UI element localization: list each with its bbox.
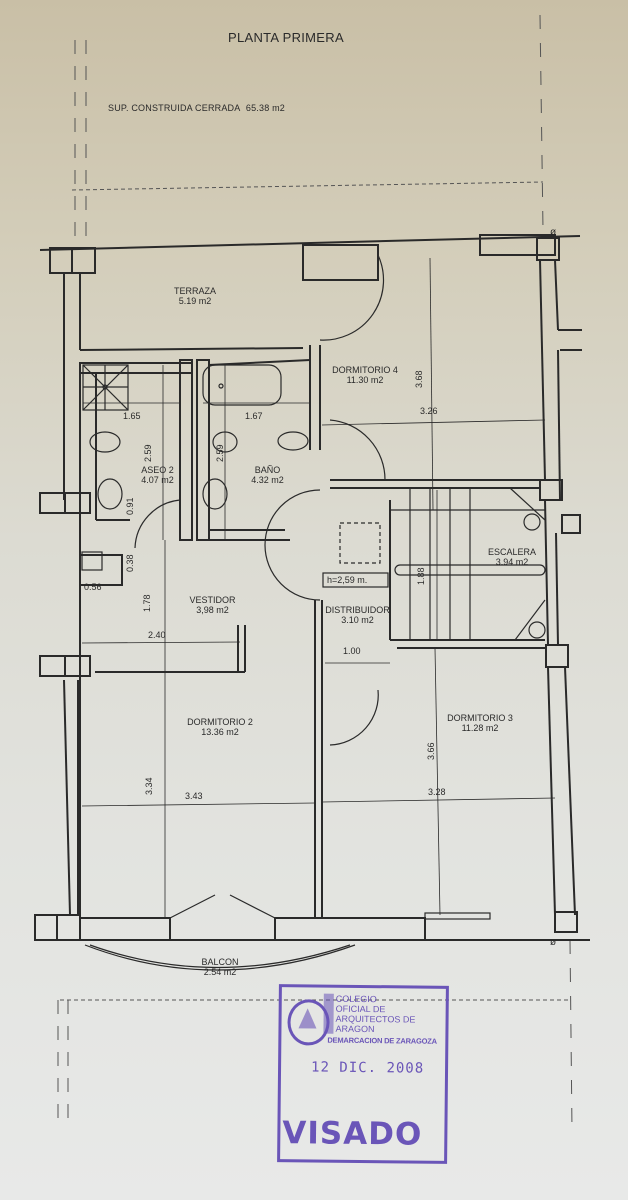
dim-dorm4-length: 3.68 xyxy=(414,370,424,388)
stamp-date: 12 DIC. 2008 xyxy=(310,1059,425,1077)
dim-dorm4-width: 3.26 xyxy=(420,406,438,416)
dim-distribuidor-width: 1.00 xyxy=(343,646,361,656)
dim-aseo-sink: 0.91 xyxy=(125,497,135,515)
dim-bano-length: 2.59 xyxy=(215,444,225,462)
ceiling-height: h=2,59 m. xyxy=(327,575,368,585)
visado-stamp: COLEGIO OFICIAL DE ARQUITECTOS DE ARAGON… xyxy=(277,984,449,1164)
surface-value: 65.38 m2 xyxy=(245,103,285,113)
dim-escalera-length: 1.88 xyxy=(416,567,426,585)
stamp-status: VISADO xyxy=(282,1115,423,1153)
dim-dorm3-length: 3.66 xyxy=(426,742,436,760)
svg-text:ø: ø xyxy=(550,227,556,238)
dim-aseo-length: 2.59 xyxy=(143,444,153,462)
dim-dorm2-width: 3.43 xyxy=(185,791,203,801)
surface-label: SUP. CONSTRUIDA CERRADA xyxy=(108,103,241,113)
built-surface: SUP. CONSTRUIDA CERRADA 65.38 m2 xyxy=(108,103,285,113)
plan-title: PLANTA PRIMERA xyxy=(228,30,344,45)
dim-vestidor-niche-h: 0.38 xyxy=(125,554,135,572)
svg-text:ø: ø xyxy=(550,937,556,948)
stamp-demarcation: DEMARCACION DE ZARAGOZA xyxy=(327,1035,437,1046)
dim-dorm3-width: 3.28 xyxy=(428,787,446,797)
dim-vestidor-length: 1.78 xyxy=(142,594,152,612)
dim-vestidor-width: 2.40 xyxy=(148,630,166,640)
dim-vestidor-niche-w: 0.56 xyxy=(84,582,102,592)
dim-dorm2-length: 3.34 xyxy=(144,777,154,795)
dim-aseo-width: 1.65 xyxy=(123,411,141,421)
dim-bano-width: 1.67 xyxy=(245,411,263,421)
guide-lines xyxy=(57,14,573,1131)
stamp-organization: COLEGIO OFICIAL DE ARQUITECTOS DE ARAGON xyxy=(323,993,415,1035)
